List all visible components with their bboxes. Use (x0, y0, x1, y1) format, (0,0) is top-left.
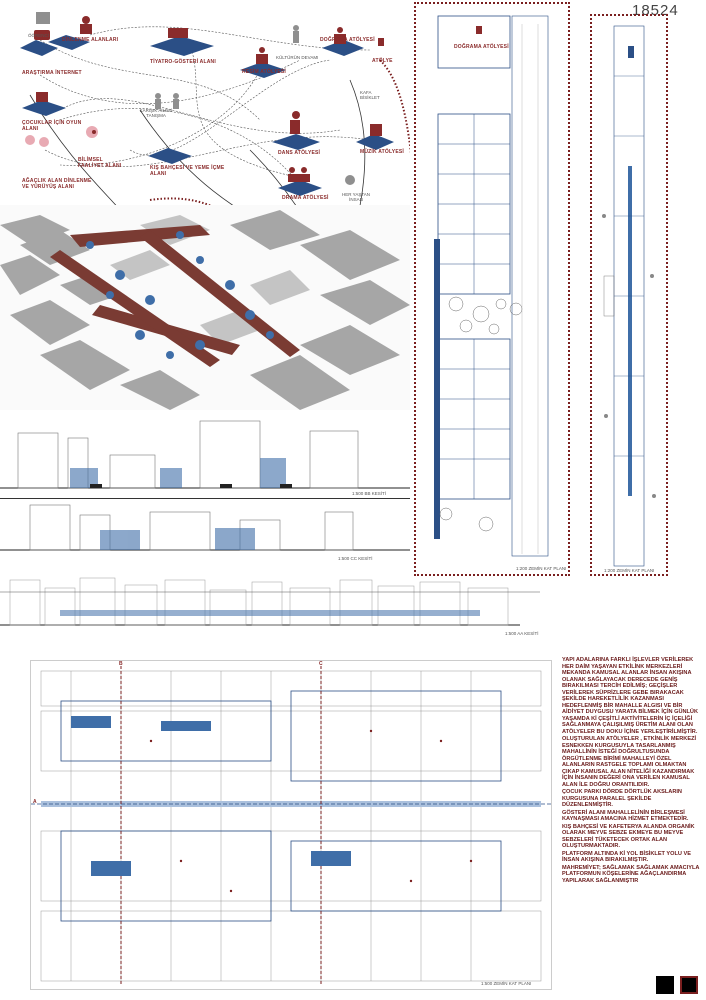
site-plan: A B C 1:500 ZEMİN KAT PLANI (30, 660, 552, 990)
label-student: ÖĞRENCİ (28, 33, 50, 38)
label-bicycle: KAFA BİSİKLET (360, 90, 380, 100)
label-mixed-family: KARIŞIK AİLESİ TANIŞMA (139, 108, 173, 118)
section-aa-caption: 1:500 AA KESİTİ (505, 631, 539, 636)
plan-left-drawing (434, 15, 549, 557)
label-children-play: ÇOCUKLAR İÇİN OYUN ALANI (22, 120, 82, 132)
axonometric-drawing (0, 210, 410, 410)
section-bb-drawing (0, 420, 410, 489)
label-dance-workshop: DANS ATÖLYESİ (278, 150, 321, 156)
paragraph-1: YAPI ADALARINA FARKLI İŞLEVLER VERİLEREK… (562, 657, 699, 735)
concept-diagram: ÖĞRENCİ DİNLENME ALANLARI ARAŞTIRMA İNTE… (0, 0, 416, 301)
label-culture-continuity: KÜLTÜRÜN DEVAMI (276, 55, 319, 60)
section-cc: 1:500 CC KESİTİ (0, 500, 410, 566)
site-marker-a-left: A (33, 799, 37, 805)
section-aa-drawing (0, 577, 540, 626)
label-music-workshop: MÜZİK ATÖLYESİ (360, 149, 405, 155)
label-theatre-area: TİYATRO-GÖSTERİ ALANI (150, 59, 216, 65)
sheet-marker-black (656, 976, 674, 994)
paragraph-5: KIŞ BAHÇESİ VE KAFETERYA ALANDA ORGANİK … (562, 823, 695, 850)
section-aa: 1:500 AA KESİTİ (0, 570, 706, 640)
section-cc-drawing (0, 504, 410, 551)
paragraph-7: MAHREMİYET; SAĞLAMAK SAĞLAMAK AMACIYLA P… (562, 864, 700, 884)
paragraph-3: ÇOCUK PARKI DÖRDE DÖRTLÜK AKSLARIN KURGU… (562, 789, 682, 808)
description-text: YAPI ADALARINA FARKLI İŞLEVLER VERİLEREK… (562, 657, 700, 885)
label-winter-garden: KIŞ BAHÇESİ VE YEME İÇME ALANI (150, 165, 225, 177)
plan-left-caption: 1:200 ZEMİN KAT PLANI (516, 566, 567, 571)
section-bb: 1:500 BB KESİTİ (0, 413, 410, 499)
label-science-area: BİLİMSEL FAALİYET ALANI (78, 157, 122, 169)
plan-panel-left: DOĞRAMA ATÖLYESİ 1:200 ZEMİN KAT PLANI (414, 2, 570, 576)
site-marker-c-top: C (319, 661, 323, 667)
paragraph-6: PLATFORM ALTINDA Kİ YOL BİSİKLET YOLU VE… (562, 850, 691, 864)
plan-left-label: DOĞRAMA ATÖLYESİ (454, 44, 509, 50)
section-cc-caption: 1:500 CC KESİTİ (338, 556, 373, 561)
site-marker-b-top: B (119, 661, 123, 667)
label-workshop: ATÖLYE (372, 58, 393, 64)
label-all-ages: HER YAŞTAN İNSAN (341, 192, 370, 202)
plan-right-caption: 1:200 ZEMİN KAT PLANI (604, 568, 655, 573)
label-drama-workshop: DRAMA ATÖLYESİ (282, 195, 329, 201)
site-plan-drawing (31, 666, 551, 986)
label-rest-areas: DİNLENME ALANLARI (62, 37, 119, 43)
label-tree-walk-area: AĞAÇLIK ALAN DİNLENME VE YÜRÜYÜŞ ALANI (22, 178, 92, 190)
label-research-internet: ARAŞTIRMA İNTERNET (22, 70, 82, 76)
plan-right-drawing (602, 25, 656, 567)
paragraph-4: GÖSTERİ ALANI MAHALLELİNİN BİRLEŞMESİ KA… (562, 809, 689, 823)
label-painting-workshop: RESİM ATÖLYESİ (242, 69, 287, 75)
paragraph-2: OLUŞTURULAN ATÖLYELER , ETKİNLİK MERKEZİ… (562, 736, 697, 788)
sheet-marker-outline (680, 976, 698, 994)
label-joinery-workshop: DOĞRAMA ATÖLYESİ (320, 37, 375, 43)
section-bb-caption: 1:500 BB KESİTİ (352, 491, 387, 496)
site-plan-caption: 1:500 ZEMİN KAT PLANI (481, 981, 532, 986)
axonometric-view (0, 205, 410, 410)
plan-panel-right: 1:200 ZEMİN KAT PLANI (590, 14, 668, 576)
